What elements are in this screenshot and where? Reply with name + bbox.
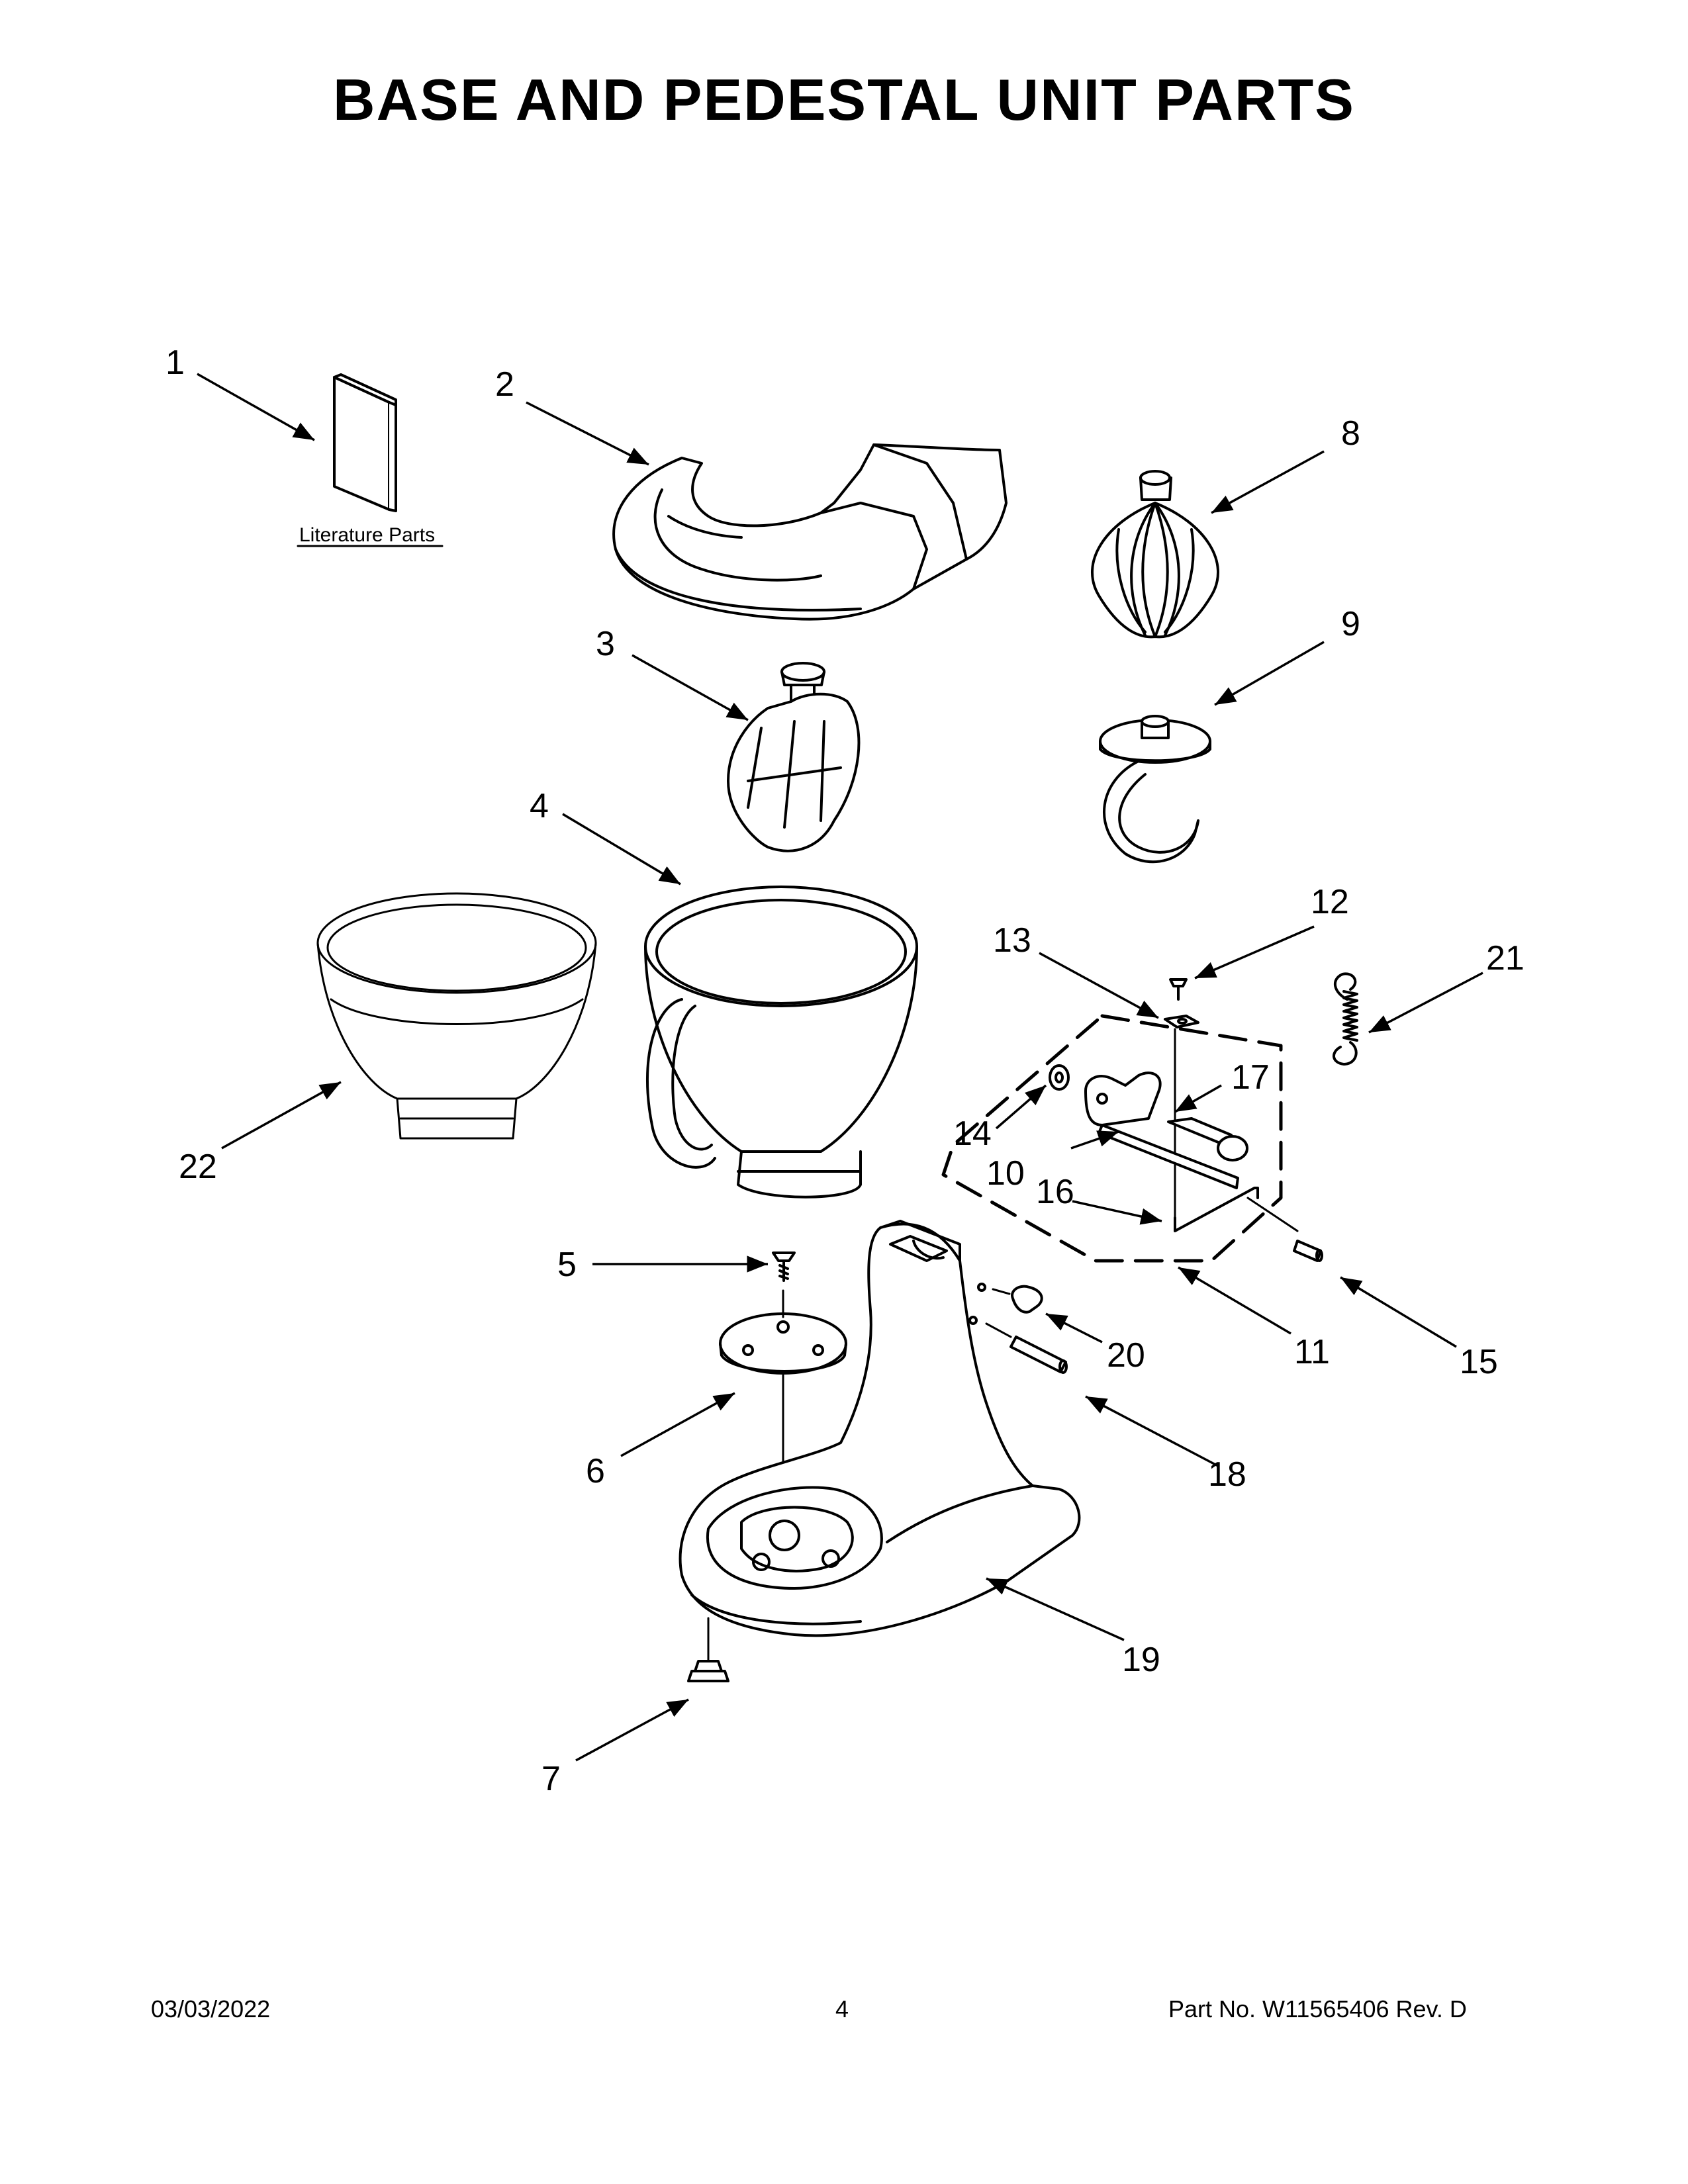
hinge-clip: [992, 1285, 1043, 1314]
callout-15: 15: [1460, 1343, 1498, 1381]
leader-line-20: [1045, 1312, 1103, 1343]
callout-6: 6: [586, 1452, 605, 1490]
leader-line-6: [620, 1392, 735, 1457]
bowl-lift-assembly-outline: [941, 1014, 1283, 1263]
leader-line-12: [1194, 925, 1315, 979]
leader-line-21: [1368, 972, 1483, 1034]
leader-line-15: [1340, 1276, 1457, 1348]
leader-line-16: [1072, 1200, 1162, 1225]
mixing-bowl: [644, 886, 918, 1199]
leader-line-9: [1214, 641, 1325, 706]
leader-line-8: [1211, 450, 1325, 514]
callout-12: 12: [1311, 883, 1349, 921]
leader-line-3: [632, 654, 749, 721]
lift-washer-small: [1049, 1064, 1070, 1091]
lift-assembly-washer: [1164, 1015, 1199, 1028]
leader-line-2: [526, 401, 649, 466]
callout-1: 1: [165, 343, 185, 382]
callout-3: 3: [596, 625, 615, 663]
callout-2: 2: [495, 365, 514, 404]
leader-line-4: [562, 813, 681, 886]
glass-bowl: [316, 892, 597, 1140]
pedestal-base: [679, 1220, 1081, 1637]
footer-part-number: Part No. W11565406 Rev. D: [1168, 1995, 1467, 2023]
callout-11: 11: [1294, 1333, 1330, 1371]
callout-19: 19: [1122, 1641, 1160, 1679]
pouring-shield: [612, 443, 1008, 621]
leader-line-7: [575, 1698, 689, 1762]
flat-beater: [727, 662, 861, 852]
footer-page-number: 4: [835, 1995, 849, 2023]
leader-line-22: [221, 1081, 342, 1150]
callout-18: 18: [1208, 1455, 1246, 1494]
leader-line-10: [1070, 1130, 1119, 1150]
callout-5: 5: [557, 1246, 577, 1284]
lift-spring: [1333, 972, 1358, 1066]
base-plate: [719, 1312, 847, 1375]
callout-9: 9: [1341, 605, 1360, 643]
lift-assembly-screw: [1169, 978, 1188, 1001]
callout-17: 17: [1231, 1058, 1270, 1097]
leader-line-11: [1178, 1266, 1291, 1335]
leader-line-18: [1085, 1395, 1219, 1467]
callout-8: 8: [1341, 414, 1360, 453]
lift-bracket: [1084, 1071, 1239, 1189]
callout-13: 13: [993, 921, 1031, 960]
callout-21: 21: [1486, 939, 1524, 978]
leader-line-19: [986, 1577, 1125, 1641]
leader-line-1: [197, 373, 315, 441]
dough-hook: [1099, 715, 1211, 864]
lift-pin: [1293, 1240, 1323, 1262]
literature-parts-book: [333, 373, 397, 512]
callout-14: 14: [953, 1115, 992, 1153]
leader-line-13: [1039, 952, 1159, 1019]
lift-lever: [1167, 1117, 1248, 1161]
footer-date: 03/03/2022: [151, 1995, 271, 2023]
callout-7: 7: [541, 1760, 561, 1798]
callout-20: 20: [1107, 1336, 1145, 1375]
literature-parts-label: Literature Parts: [299, 524, 435, 546]
callout-4: 4: [530, 787, 549, 825]
callout-16: 16: [1036, 1173, 1074, 1211]
base-plate-screw: [772, 1251, 796, 1282]
callout-22: 22: [179, 1148, 217, 1186]
wire-whip: [1091, 470, 1219, 639]
hinge-pin: [985, 1322, 1068, 1374]
rubber-foot: [687, 1617, 729, 1682]
leader-line-14: [995, 1084, 1047, 1130]
callout-10: 10: [986, 1154, 1025, 1193]
page-title: BASE AND PEDESTAL UNIT PARTS: [333, 67, 1355, 132]
leader-line-17: [1174, 1084, 1222, 1113]
lift-rod: [1174, 1187, 1299, 1232]
